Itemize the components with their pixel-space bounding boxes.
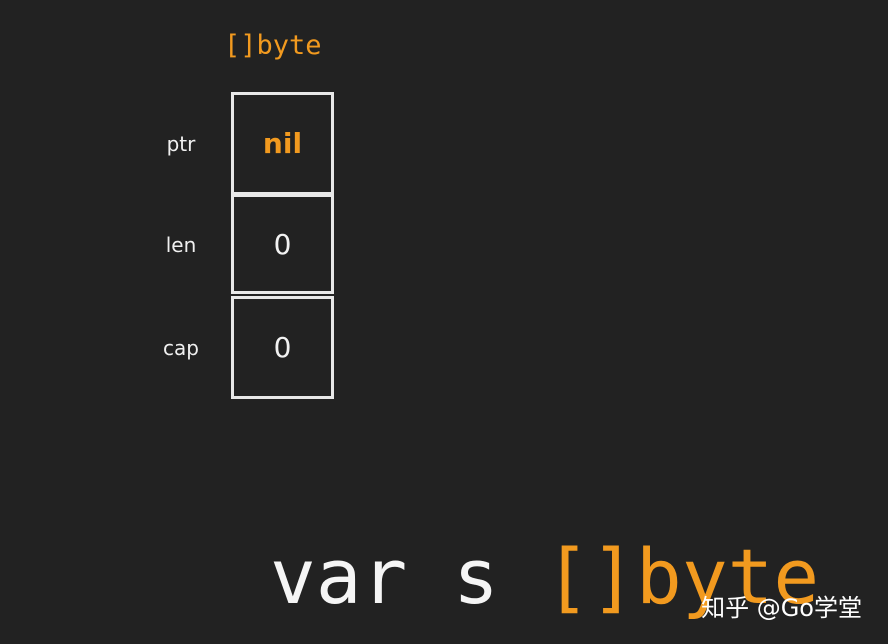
field-box-len: 0 [231, 194, 334, 294]
slice-type-title: []byte [224, 30, 322, 61]
field-label-len: len [165, 233, 197, 257]
field-label-ptr: ptr [166, 132, 196, 156]
field-value-cap: 0 [273, 331, 292, 364]
field-box-cap: 0 [231, 296, 334, 399]
watermark-text: 知乎 @Go学堂 [701, 594, 862, 622]
field-value-ptr: nil [262, 127, 303, 160]
code-prefix: var s [270, 532, 545, 621]
code-declaration: var s []byte [270, 527, 819, 627]
code-type: []byte [544, 532, 820, 621]
field-box-ptr: nil [231, 92, 334, 195]
field-label-cap: cap [163, 336, 199, 360]
field-value-len: 0 [273, 227, 292, 261]
